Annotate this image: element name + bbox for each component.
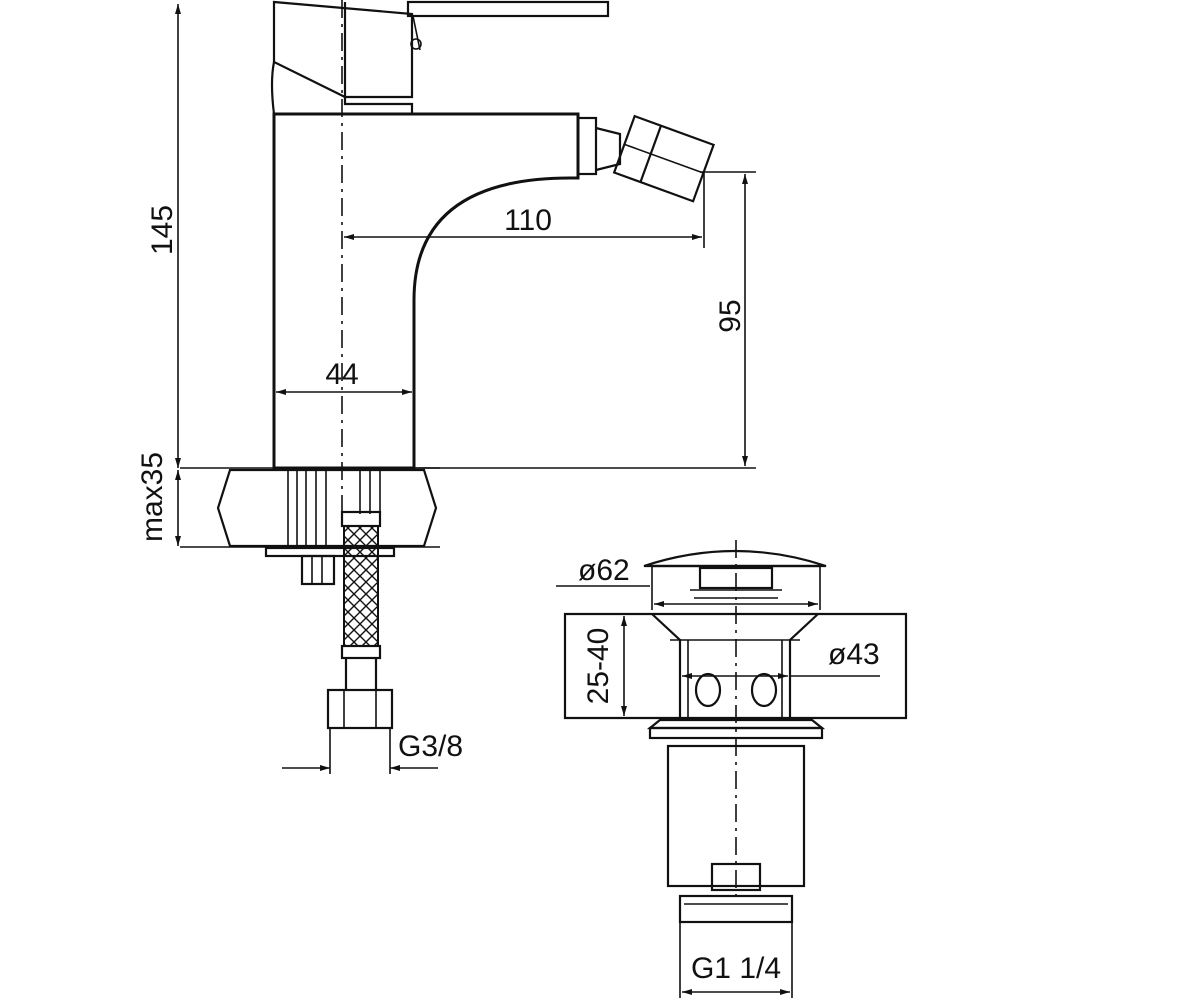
dim-body-44: 44 [276, 358, 412, 395]
dim-counter-max35: max35 [136, 452, 181, 546]
basin-section [563, 612, 908, 720]
drain-cap [643, 549, 827, 599]
dim-range-25-40: 25-40 [582, 616, 627, 716]
drain-view: ø62 25-40 ø43 G1 1/4 [556, 540, 908, 998]
dim-cap-diameter: ø62 [556, 554, 821, 610]
faucet-view: 145 max35 110 95 44 [136, 0, 756, 774]
faucet-outlet [576, 114, 716, 203]
dim-body-diameter: ø43 [682, 638, 880, 679]
faucet-body [272, 112, 580, 470]
label-g38: G3/8 [398, 730, 463, 763]
label-145: 145 [146, 205, 179, 255]
supply-hose [326, 510, 394, 730]
dim-connector-g38: G3/8 [282, 728, 463, 774]
dim-height-145: 145 [146, 3, 181, 468]
label-o62: ø62 [578, 554, 630, 587]
dim-outlet-95: 95 [414, 171, 756, 469]
label-44: 44 [325, 358, 358, 391]
countertop-section [180, 467, 440, 586]
label-max35: max35 [136, 452, 169, 542]
label-g114: G1 1/4 [691, 952, 781, 985]
label-95: 95 [714, 299, 747, 332]
faucet-handle [270, 0, 610, 115]
label-110: 110 [504, 204, 552, 237]
dim-thread: G1 1/4 [679, 922, 793, 998]
label-25-40: 25-40 [582, 628, 615, 705]
dim-spout-110: 110 [344, 172, 705, 248]
label-o43: ø43 [828, 638, 880, 671]
